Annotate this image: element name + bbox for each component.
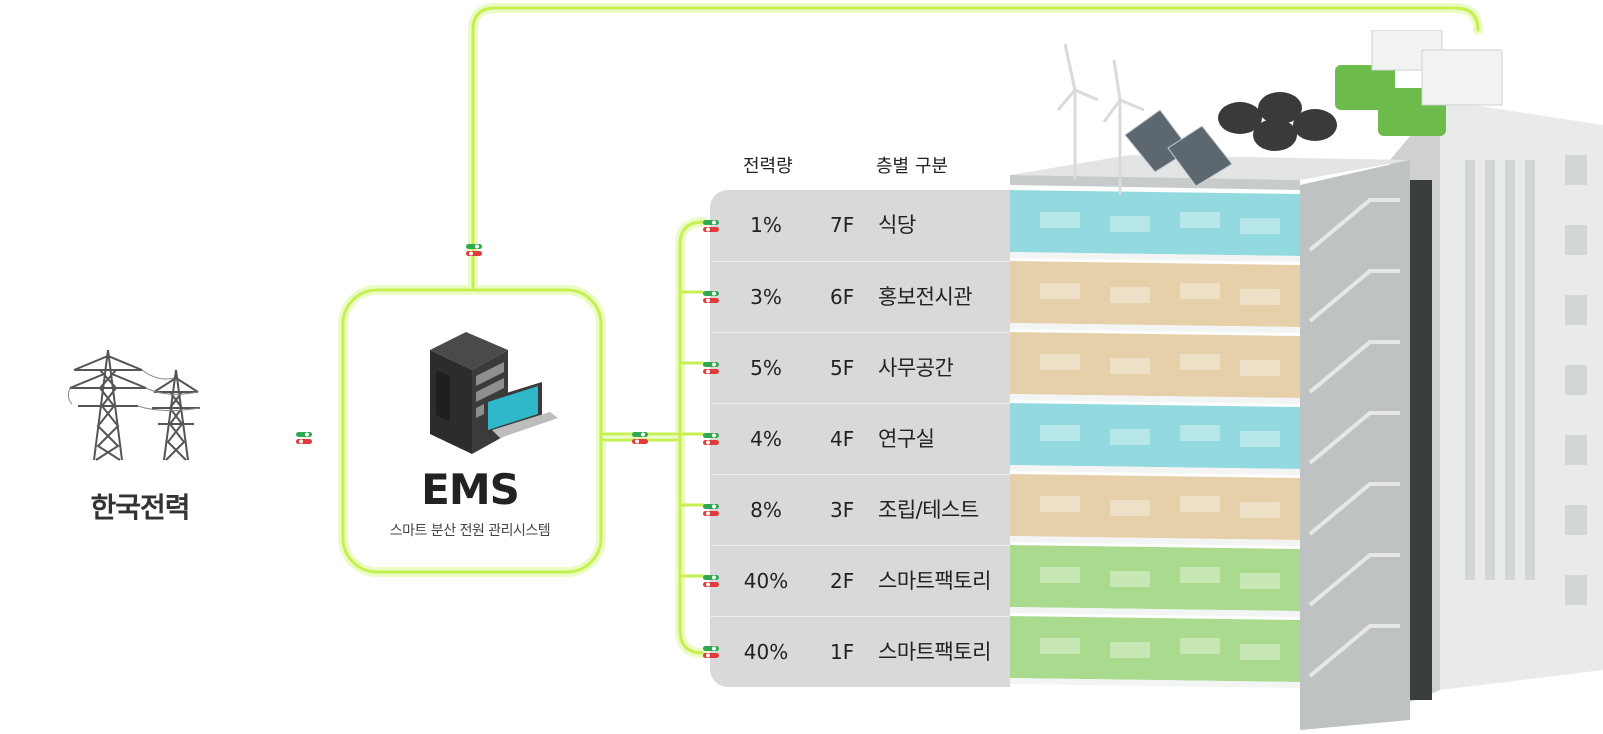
floor-power-percent: 40% [743, 569, 789, 593]
floor-power-percent: 5% [750, 356, 782, 380]
server-computer-icon [430, 332, 558, 454]
floor-number: 1F [830, 640, 855, 664]
building-floor [1010, 616, 1300, 688]
floor-name: 연구실 [878, 427, 935, 451]
floor-power-percent: 40% [743, 640, 789, 664]
building-floor [1010, 261, 1300, 333]
switch-icon [296, 432, 312, 444]
power-column-header: 전력량 [743, 156, 793, 177]
switch-icon [703, 432, 719, 445]
switch-icon [703, 645, 719, 658]
switch-icon [466, 244, 482, 256]
switch-icon [703, 290, 719, 303]
floor-number: 7F [830, 213, 855, 237]
floor-number: 3F [830, 498, 855, 522]
ems-title: EMS [421, 465, 520, 514]
floor-power-table: 1% 7F 식당 3% 6F 홍보전시관 5% 5F 사무공간 4% 4F 연구… [710, 190, 1010, 687]
floor-name: 스마트팩토리 [878, 640, 991, 664]
ems-subtitle: 스마트 분산 전원 관리시스템 [389, 523, 551, 539]
floor-row: 40% 2F 스마트팩토리 [710, 545, 1010, 617]
floor-name: 사무공간 [878, 356, 954, 380]
floor-number: 4F [830, 427, 855, 451]
switch-icon [703, 503, 719, 516]
floor-row: 5% 5F 사무공간 [710, 332, 1010, 404]
floor-row: 4% 4F 연구실 [710, 403, 1010, 475]
building-floor [1010, 403, 1300, 475]
floor-row: 40% 1F 스마트팩토리 [710, 616, 1010, 688]
floor-row: 3% 6F 홍보전시관 [710, 261, 1010, 333]
floor-number: 5F [830, 356, 855, 380]
floor-name: 조립/테스트 [878, 498, 979, 522]
building-floor [1010, 332, 1300, 404]
floor-power-percent: 4% [750, 427, 782, 451]
floor-column-header: 층별 구분 [876, 156, 948, 177]
building-floor [1010, 545, 1300, 617]
floor-power-percent: 3% [750, 285, 782, 309]
floor-name: 식당 [878, 213, 916, 237]
switch-icon [632, 432, 648, 444]
floor-name: 스마트팩토리 [878, 569, 991, 593]
kepco-label: 한국전력 [90, 491, 190, 524]
floor-row: 8% 3F 조립/테스트 [710, 474, 1010, 546]
power-tower-icon [67, 349, 201, 461]
switch-icon [703, 219, 719, 232]
floor-row: 1% 7F 식당 [710, 190, 1010, 261]
building-floor [1010, 474, 1300, 546]
floor-power-percent: 1% [750, 213, 782, 237]
smart-building-icon [1010, 30, 1603, 730]
switch-icon [703, 574, 719, 587]
floor-number: 2F [830, 569, 855, 593]
building-floor [1010, 190, 1300, 262]
switch-icon [703, 361, 719, 374]
floor-power-percent: 8% [750, 498, 782, 522]
floor-name: 홍보전시관 [878, 285, 973, 309]
floor-number: 6F [830, 285, 855, 309]
